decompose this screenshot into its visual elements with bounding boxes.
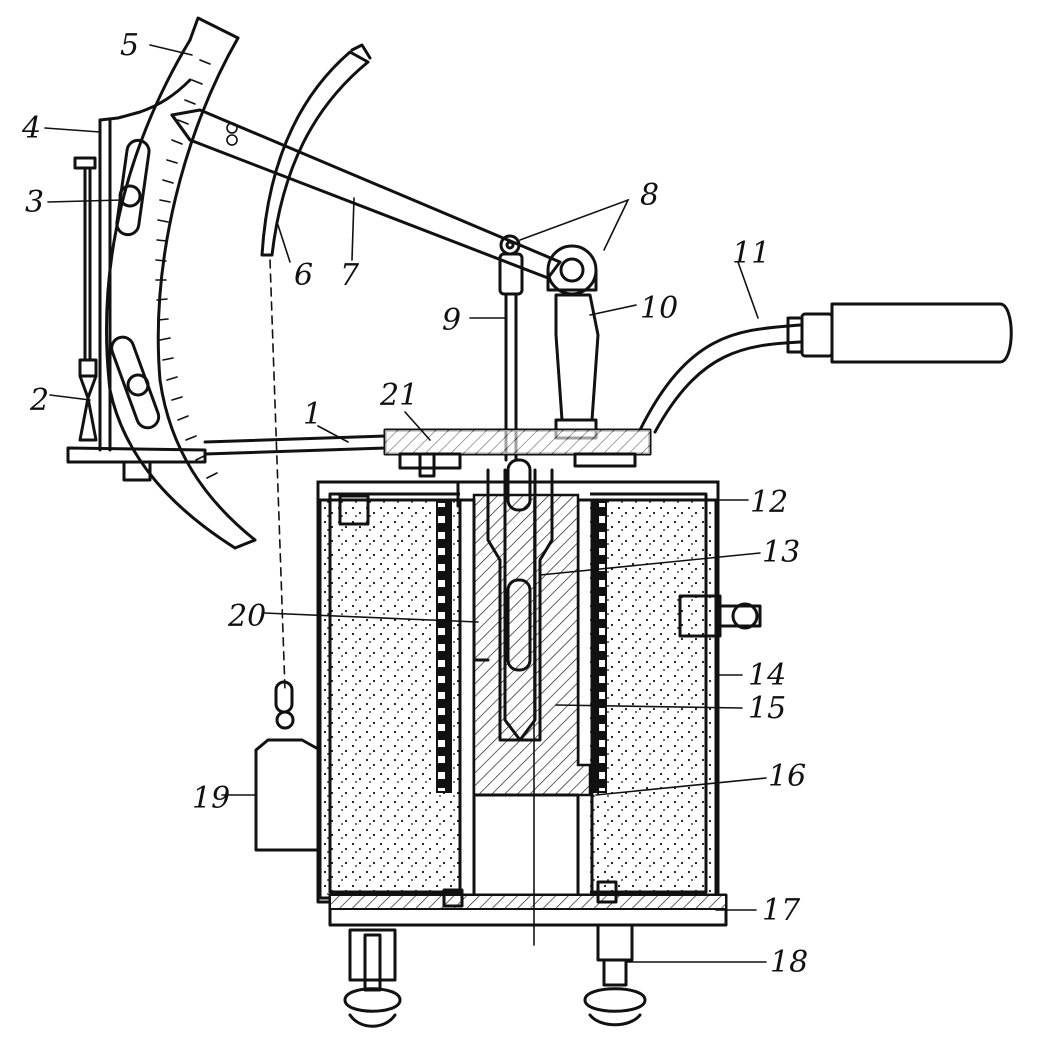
leader-lines bbox=[44, 44, 767, 963]
top-plate bbox=[383, 428, 652, 478]
label-19: 19 bbox=[192, 781, 230, 816]
pointer-arm bbox=[170, 108, 562, 280]
adjust-screw-upper bbox=[118, 184, 142, 208]
label-3: 3 bbox=[25, 185, 44, 220]
curved-plate bbox=[260, 43, 372, 257]
handle-post bbox=[554, 293, 600, 440]
scale-arc bbox=[105, 16, 257, 550]
label-8: 8 bbox=[640, 178, 659, 213]
vessel bbox=[316, 458, 762, 946]
hose-and-bulb bbox=[638, 302, 1013, 434]
label-10: 10 bbox=[640, 291, 678, 326]
label-16: 16 bbox=[768, 759, 806, 794]
label-11: 11 bbox=[732, 236, 770, 271]
leveling-feet bbox=[343, 923, 647, 1028]
quadrant-plate bbox=[98, 78, 192, 452]
label-9: 9 bbox=[442, 303, 461, 338]
label-7: 7 bbox=[340, 258, 360, 293]
label-13: 13 bbox=[762, 535, 800, 570]
adjust-screw-lower bbox=[126, 373, 150, 397]
label-17: 17 bbox=[762, 893, 801, 928]
plumb-support bbox=[66, 156, 207, 482]
label-21: 21 bbox=[379, 378, 418, 413]
label-12: 12 bbox=[750, 485, 788, 520]
number-labels: 1 2 3 4 5 6 7 8 9 10 11 12 13 14 15 16 1… bbox=[21, 28, 808, 980]
plumb-weight bbox=[254, 680, 322, 852]
label-2: 2 bbox=[29, 383, 49, 418]
label-14: 14 bbox=[748, 658, 786, 693]
support-bar bbox=[203, 434, 387, 456]
label-18: 18 bbox=[770, 945, 808, 980]
label-6: 6 bbox=[294, 258, 313, 293]
label-5: 5 bbox=[120, 28, 139, 63]
label-15: 15 bbox=[748, 691, 786, 726]
label-1: 1 bbox=[303, 397, 322, 432]
side-valve bbox=[678, 594, 762, 638]
label-20: 20 bbox=[227, 599, 266, 634]
plumb-line bbox=[269, 259, 286, 691]
label-4: 4 bbox=[21, 111, 41, 146]
